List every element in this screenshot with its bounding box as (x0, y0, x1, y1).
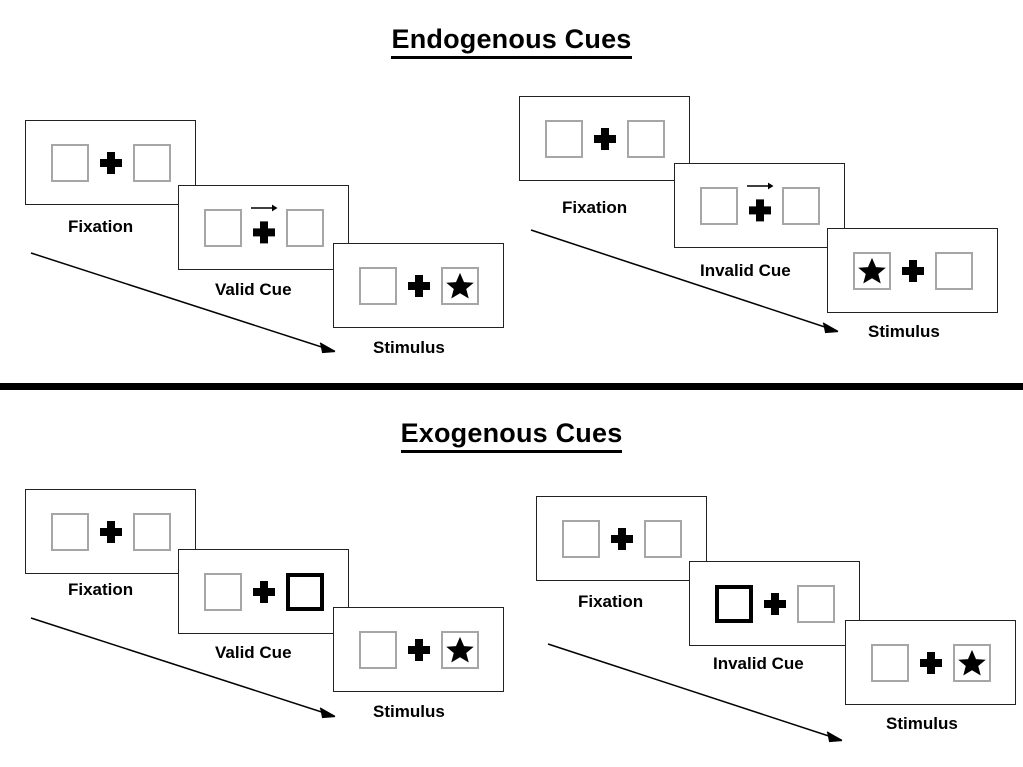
fixation-cross-icon (252, 580, 275, 603)
right-box (781, 186, 820, 225)
frame-content (699, 180, 820, 232)
frame-exogenous-valid-stimulus (333, 607, 504, 692)
frame-content (203, 202, 324, 254)
left-box (50, 512, 89, 551)
left-box (358, 630, 397, 669)
center-slot (600, 513, 644, 565)
center-slot (89, 137, 133, 189)
center-slot (583, 113, 627, 165)
frame-exogenous-invalid-fixation (536, 496, 707, 581)
center-slot (738, 180, 782, 232)
frame-content (561, 513, 682, 565)
right-box (440, 630, 479, 669)
fixation-cross-icon (901, 259, 924, 282)
frame-exogenous-valid-cue (178, 549, 349, 634)
right-box (440, 266, 479, 305)
frame-exogenous-invalid-stimulus (845, 620, 1016, 705)
star-icon (957, 649, 986, 675)
section-divider (0, 383, 1023, 390)
caption-endogenous-valid-stimulus: Stimulus (373, 338, 445, 357)
right-box (132, 143, 171, 182)
frame-endogenous-valid-cue (178, 185, 349, 270)
fixation-cross-icon (610, 527, 633, 550)
left-box (203, 208, 242, 247)
right-box (132, 512, 171, 551)
right-box (934, 251, 973, 290)
caption-exogenous-valid-stimulus: Stimulus (373, 702, 445, 721)
frame-content (203, 566, 324, 618)
caption-endogenous-invalid-cue: Invalid Cue (700, 261, 791, 280)
fixation-cross-icon (99, 151, 122, 174)
frame-content (50, 137, 171, 189)
caption-exogenous-valid-fixation: Fixation (68, 580, 134, 599)
frame-endogenous-invalid-fixation (519, 96, 690, 181)
center-slot (753, 578, 797, 630)
caption-exogenous-invalid-stimulus: Stimulus (886, 714, 958, 733)
fixation-cross-icon (99, 520, 122, 543)
left-box (852, 251, 891, 290)
caption-exogenous-invalid-fixation: Fixation (578, 592, 644, 611)
right-box-cued (285, 572, 324, 611)
caption-endogenous-valid-fixation: Fixation (68, 217, 134, 236)
frame-content (852, 245, 973, 297)
left-box (870, 643, 909, 682)
frame-content (870, 637, 991, 689)
left-box (544, 119, 583, 158)
frame-endogenous-invalid-cue (674, 163, 845, 248)
right-box (626, 119, 665, 158)
section-title-endogenous: Endogenous Cues (0, 24, 1023, 59)
center-slot (909, 637, 953, 689)
frame-endogenous-invalid-stimulus (827, 228, 998, 313)
left-box (699, 186, 738, 225)
center-slot (397, 260, 441, 312)
left-box (203, 572, 242, 611)
frame-content (714, 578, 835, 630)
frame-endogenous-valid-fixation (25, 120, 196, 205)
center-slot (242, 202, 286, 254)
center-slot (891, 245, 935, 297)
frame-content (50, 506, 171, 558)
star-icon (445, 636, 474, 662)
fixation-cross-icon (252, 220, 275, 243)
right-box (952, 643, 991, 682)
right-box (796, 584, 835, 623)
caption-endogenous-invalid-fixation: Fixation (562, 198, 628, 217)
caption-endogenous-valid-cue: Valid Cue (215, 280, 292, 299)
frame-exogenous-invalid-cue (689, 561, 860, 646)
section-title-exogenous: Exogenous Cues (0, 418, 1023, 453)
fixation-cross-icon (407, 638, 430, 661)
left-box-cued (714, 584, 753, 623)
time-progression-arrow-icon (547, 643, 843, 743)
center-slot (397, 624, 441, 676)
caption-endogenous-invalid-stimulus: Stimulus (868, 322, 940, 341)
center-slot (89, 506, 133, 558)
fixation-cross-icon (407, 274, 430, 297)
left-box (561, 519, 600, 558)
caption-exogenous-valid-cue: Valid Cue (215, 643, 292, 662)
left-box (50, 143, 89, 182)
frame-content (358, 624, 479, 676)
center-slot (242, 566, 286, 618)
frame-exogenous-valid-fixation (25, 489, 196, 574)
frame-content (544, 113, 665, 165)
star-icon (857, 257, 886, 283)
right-arrow-cue-icon (746, 182, 773, 189)
frame-content (358, 260, 479, 312)
right-box (643, 519, 682, 558)
frame-endogenous-valid-stimulus (333, 243, 504, 328)
right-arrow-cue-icon (250, 204, 277, 211)
fixation-cross-icon (748, 198, 771, 221)
left-box (358, 266, 397, 305)
fixation-cross-icon (919, 651, 942, 674)
star-icon (445, 272, 474, 298)
fixation-cross-icon (593, 127, 616, 150)
right-box (285, 208, 324, 247)
fixation-cross-icon (763, 592, 786, 615)
caption-exogenous-invalid-cue: Invalid Cue (713, 654, 804, 673)
